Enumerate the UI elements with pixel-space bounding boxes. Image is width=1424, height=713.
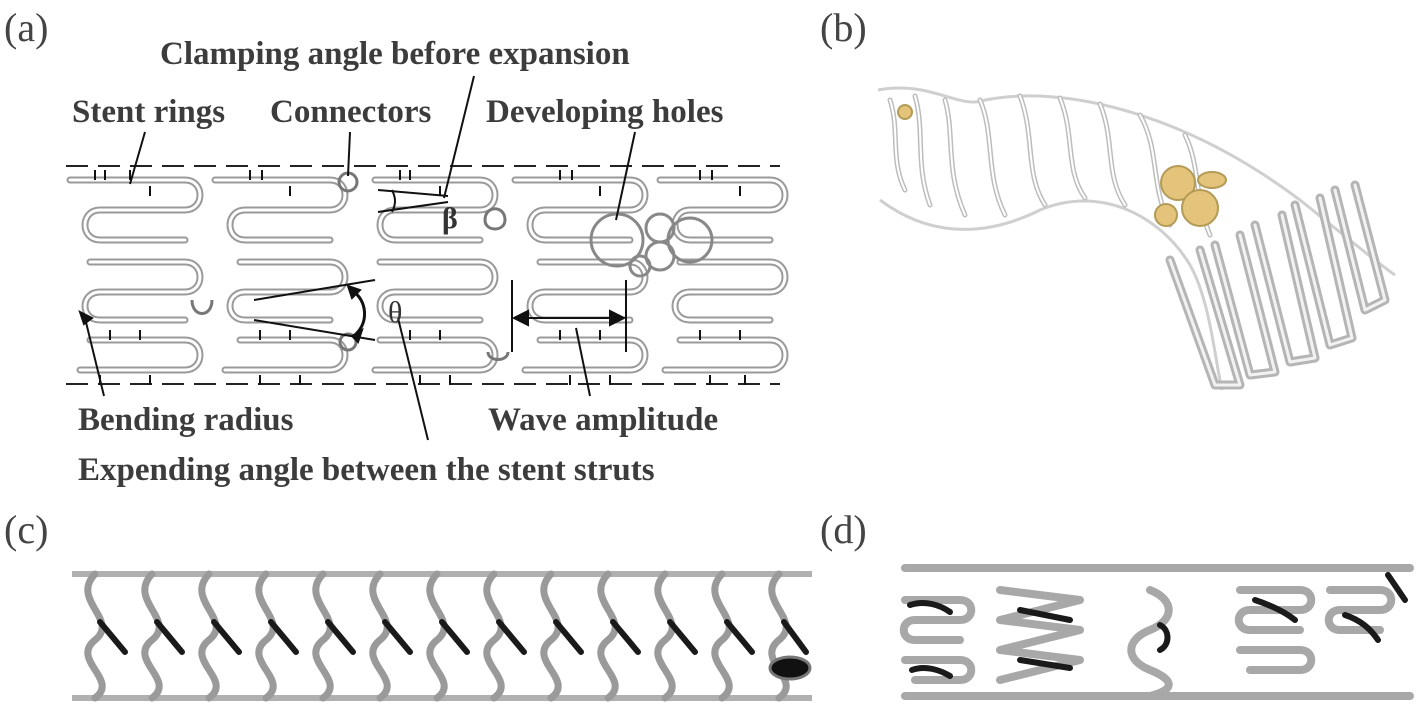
stent-rings-lower (76, 336, 789, 374)
panel-d-letter: (d) (820, 507, 867, 552)
panel-c-letter: (c) (4, 507, 49, 552)
label-stent-rings: Stent rings (72, 94, 226, 130)
label-developing-holes: Developing holes (486, 94, 724, 130)
connectors (190, 171, 510, 361)
strut-tick-marks (94, 170, 746, 385)
label-beta: β (442, 202, 458, 235)
panel-b-letter: (b) (820, 5, 867, 50)
panel-b-stent-3d (877, 86, 1396, 391)
label-theta: θ (388, 296, 403, 329)
panel-c-stent-side-view (72, 566, 812, 704)
panel-a-stent-layout (66, 165, 789, 385)
label-bending-radius: Bending radius (78, 402, 294, 438)
end-marker (768, 655, 812, 681)
panel-a-annotations (78, 75, 636, 441)
label-clamping-angle: Clamping angle before expansion (160, 36, 630, 72)
label-connectors: Connectors (270, 94, 432, 130)
developing-holes (589, 212, 714, 278)
label-wave-amplitude: Wave amplitude (488, 402, 719, 438)
label-expanding-angle: Expending angle between the stent struts (78, 452, 655, 488)
panel-a-letter: (a) (4, 5, 49, 50)
panel-d-stent-side-view (898, 560, 1416, 706)
developing-hole-markers (897, 104, 1227, 227)
